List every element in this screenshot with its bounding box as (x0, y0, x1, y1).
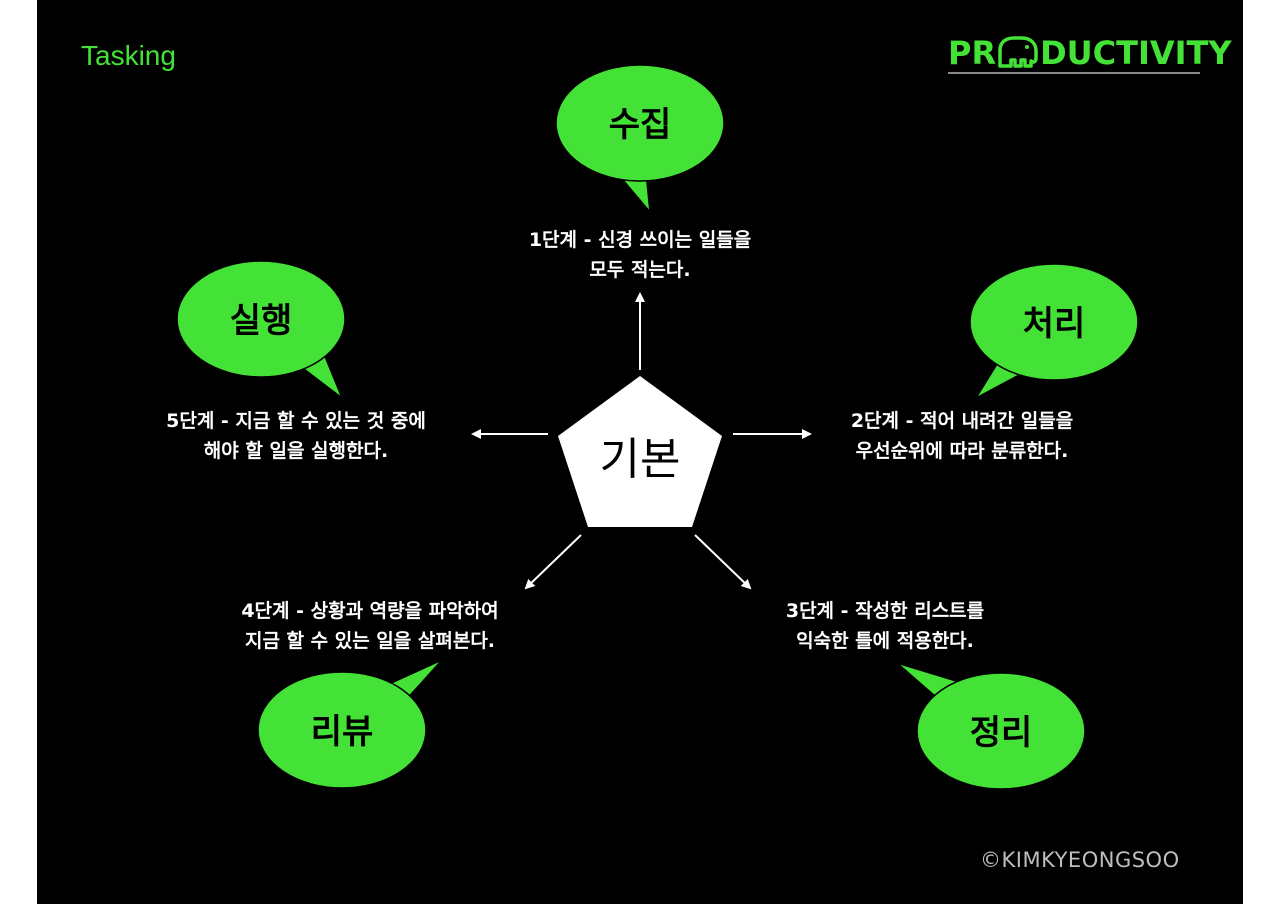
productivity-logo: PR DUCTIVITY (948, 34, 1232, 76)
bubble-execute: 실행 (176, 260, 346, 401)
step2-line2: 우선순위에 따라 분류한다. (855, 440, 1069, 462)
bubble-organize-label: 정리 (970, 713, 1033, 753)
bubble-collect: 수집 (555, 64, 725, 215)
corner-label: Tasking (81, 40, 176, 71)
elephant-icon (998, 36, 1038, 68)
step4-line1: 4단계 - 상황과 역량을 파악하여 (241, 600, 499, 622)
copyright-text: ©KIMKYEONGSOO (980, 848, 1180, 872)
logo-underline (948, 72, 1200, 74)
bubble-execute-label: 실행 (230, 301, 293, 341)
arrow-to-step4 (524, 534, 582, 590)
center-pentagon (558, 376, 722, 527)
center-label: 기본 (600, 434, 681, 485)
step5-line1: 5단계 - 지금 할 수 있는 것 중에 (166, 410, 426, 432)
bubble-process-label: 처리 (1023, 304, 1086, 344)
bubble-collect-label: 수집 (609, 105, 672, 145)
step3-line1: 3단계 - 작성한 리스트를 (785, 600, 985, 622)
step2-text: 2단계 - 적어 내려간 일들을 우선순위에 따라 분류한다. (812, 406, 1112, 466)
bubble-organize: 정리 (896, 662, 1086, 790)
step3-text: 3단계 - 작성한 리스트를 익숙한 틀에 적용한다. (735, 596, 1035, 656)
step4-line2: 지금 할 수 있는 일을 살펴본다. (244, 630, 496, 652)
logo-text: PR DUCTIVITY (948, 34, 1232, 72)
step4-text: 4단계 - 상황과 역량을 파악하여 지금 할 수 있는 일을 살펴본다. (200, 596, 540, 656)
bubble-review: 리뷰 (257, 659, 443, 789)
bubble-process: 처리 (969, 263, 1139, 400)
logo-text-pre: PR (948, 34, 997, 72)
step5-line2: 해야 할 일을 실행한다. (203, 440, 389, 462)
step1-line2: 모두 적는다. (589, 259, 691, 281)
step3-line2: 익숙한 틀에 적용한다. (796, 630, 974, 652)
arrow-to-step3 (694, 534, 752, 590)
bubble-review-label: 리뷰 (311, 712, 374, 752)
logo-text-post: DUCTIVITY (1040, 34, 1232, 72)
step1-text: 1단계 - 신경 쓰이는 일들을 모두 적는다. (490, 225, 790, 285)
step5-text: 5단계 - 지금 할 수 있는 것 중에 해야 할 일을 실행한다. (126, 406, 466, 466)
step1-line1: 1단계 - 신경 쓰이는 일들을 (528, 229, 752, 251)
step2-line1: 2단계 - 적어 내려간 일들을 (850, 410, 1074, 432)
